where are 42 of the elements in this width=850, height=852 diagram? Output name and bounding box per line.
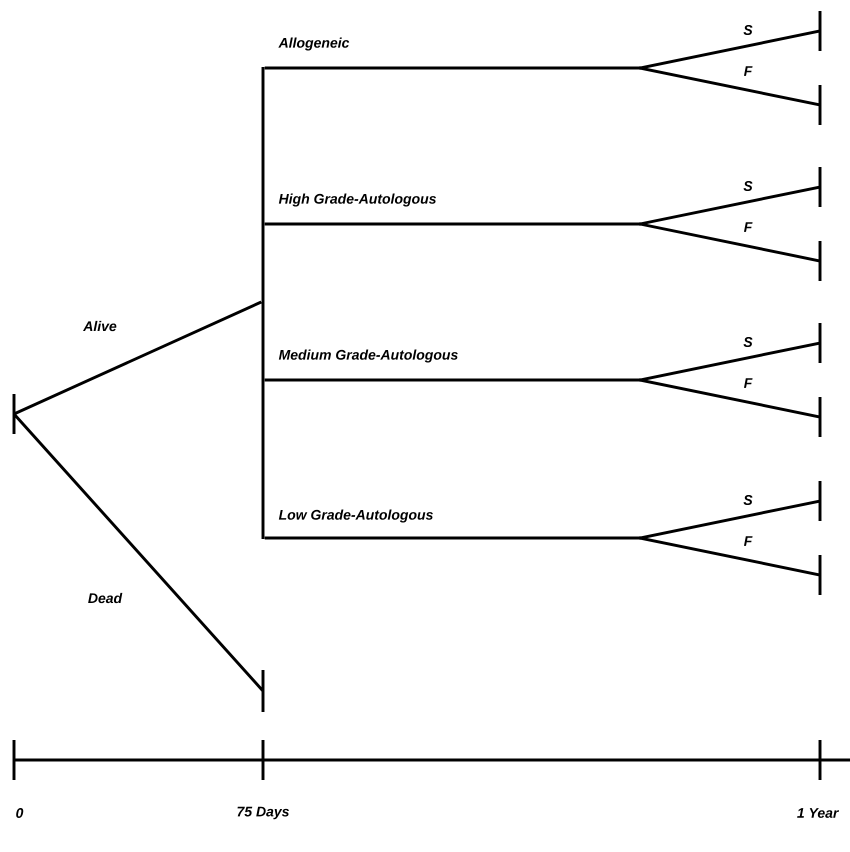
branch-label: High Grade-Autologous xyxy=(278,193,436,207)
time-label: 0 xyxy=(16,808,24,818)
tick-bar xyxy=(818,167,822,207)
branch-line xyxy=(640,186,820,226)
tick-bar xyxy=(262,670,264,712)
branch-label: F xyxy=(744,222,753,232)
time-label: 1 Year xyxy=(797,808,840,818)
branch-line xyxy=(264,222,640,226)
tick-bar xyxy=(12,394,16,434)
tick-bar xyxy=(818,11,822,51)
branch-label: Allogeneic xyxy=(278,37,350,51)
branch-line xyxy=(640,500,820,540)
branch-label: F xyxy=(744,66,753,76)
branch-label: S xyxy=(744,181,753,191)
branch-line xyxy=(640,30,820,70)
tick-bar xyxy=(818,241,822,281)
branch-label: F xyxy=(744,536,753,546)
branch-line xyxy=(640,222,820,262)
branch-label: Alive xyxy=(82,320,116,332)
branch-line xyxy=(13,300,262,416)
branch-line xyxy=(640,66,820,106)
tick-bar xyxy=(818,481,822,521)
branch-line xyxy=(12,413,264,692)
time-label: 75 Days xyxy=(238,806,289,820)
branch-line xyxy=(264,66,640,70)
branch-line xyxy=(640,378,820,418)
branch-label: Dead xyxy=(88,592,122,604)
branch-label: S xyxy=(744,495,753,505)
tick-bar xyxy=(818,555,822,595)
branch-line xyxy=(264,536,640,540)
branch-label: F xyxy=(744,378,753,388)
branch-line xyxy=(640,536,820,576)
branch-line xyxy=(640,342,820,382)
branch-label: S xyxy=(744,337,753,347)
branch-line xyxy=(264,378,640,382)
tick-bar xyxy=(818,323,822,363)
branch-label: Medium Grade-Autologous xyxy=(278,349,458,363)
branch-label: Low Grade-Autologous xyxy=(278,509,433,523)
branch-label: S xyxy=(744,25,753,35)
tick-bar xyxy=(818,397,822,437)
tick-bar xyxy=(262,67,264,539)
tick-bar xyxy=(818,85,822,125)
